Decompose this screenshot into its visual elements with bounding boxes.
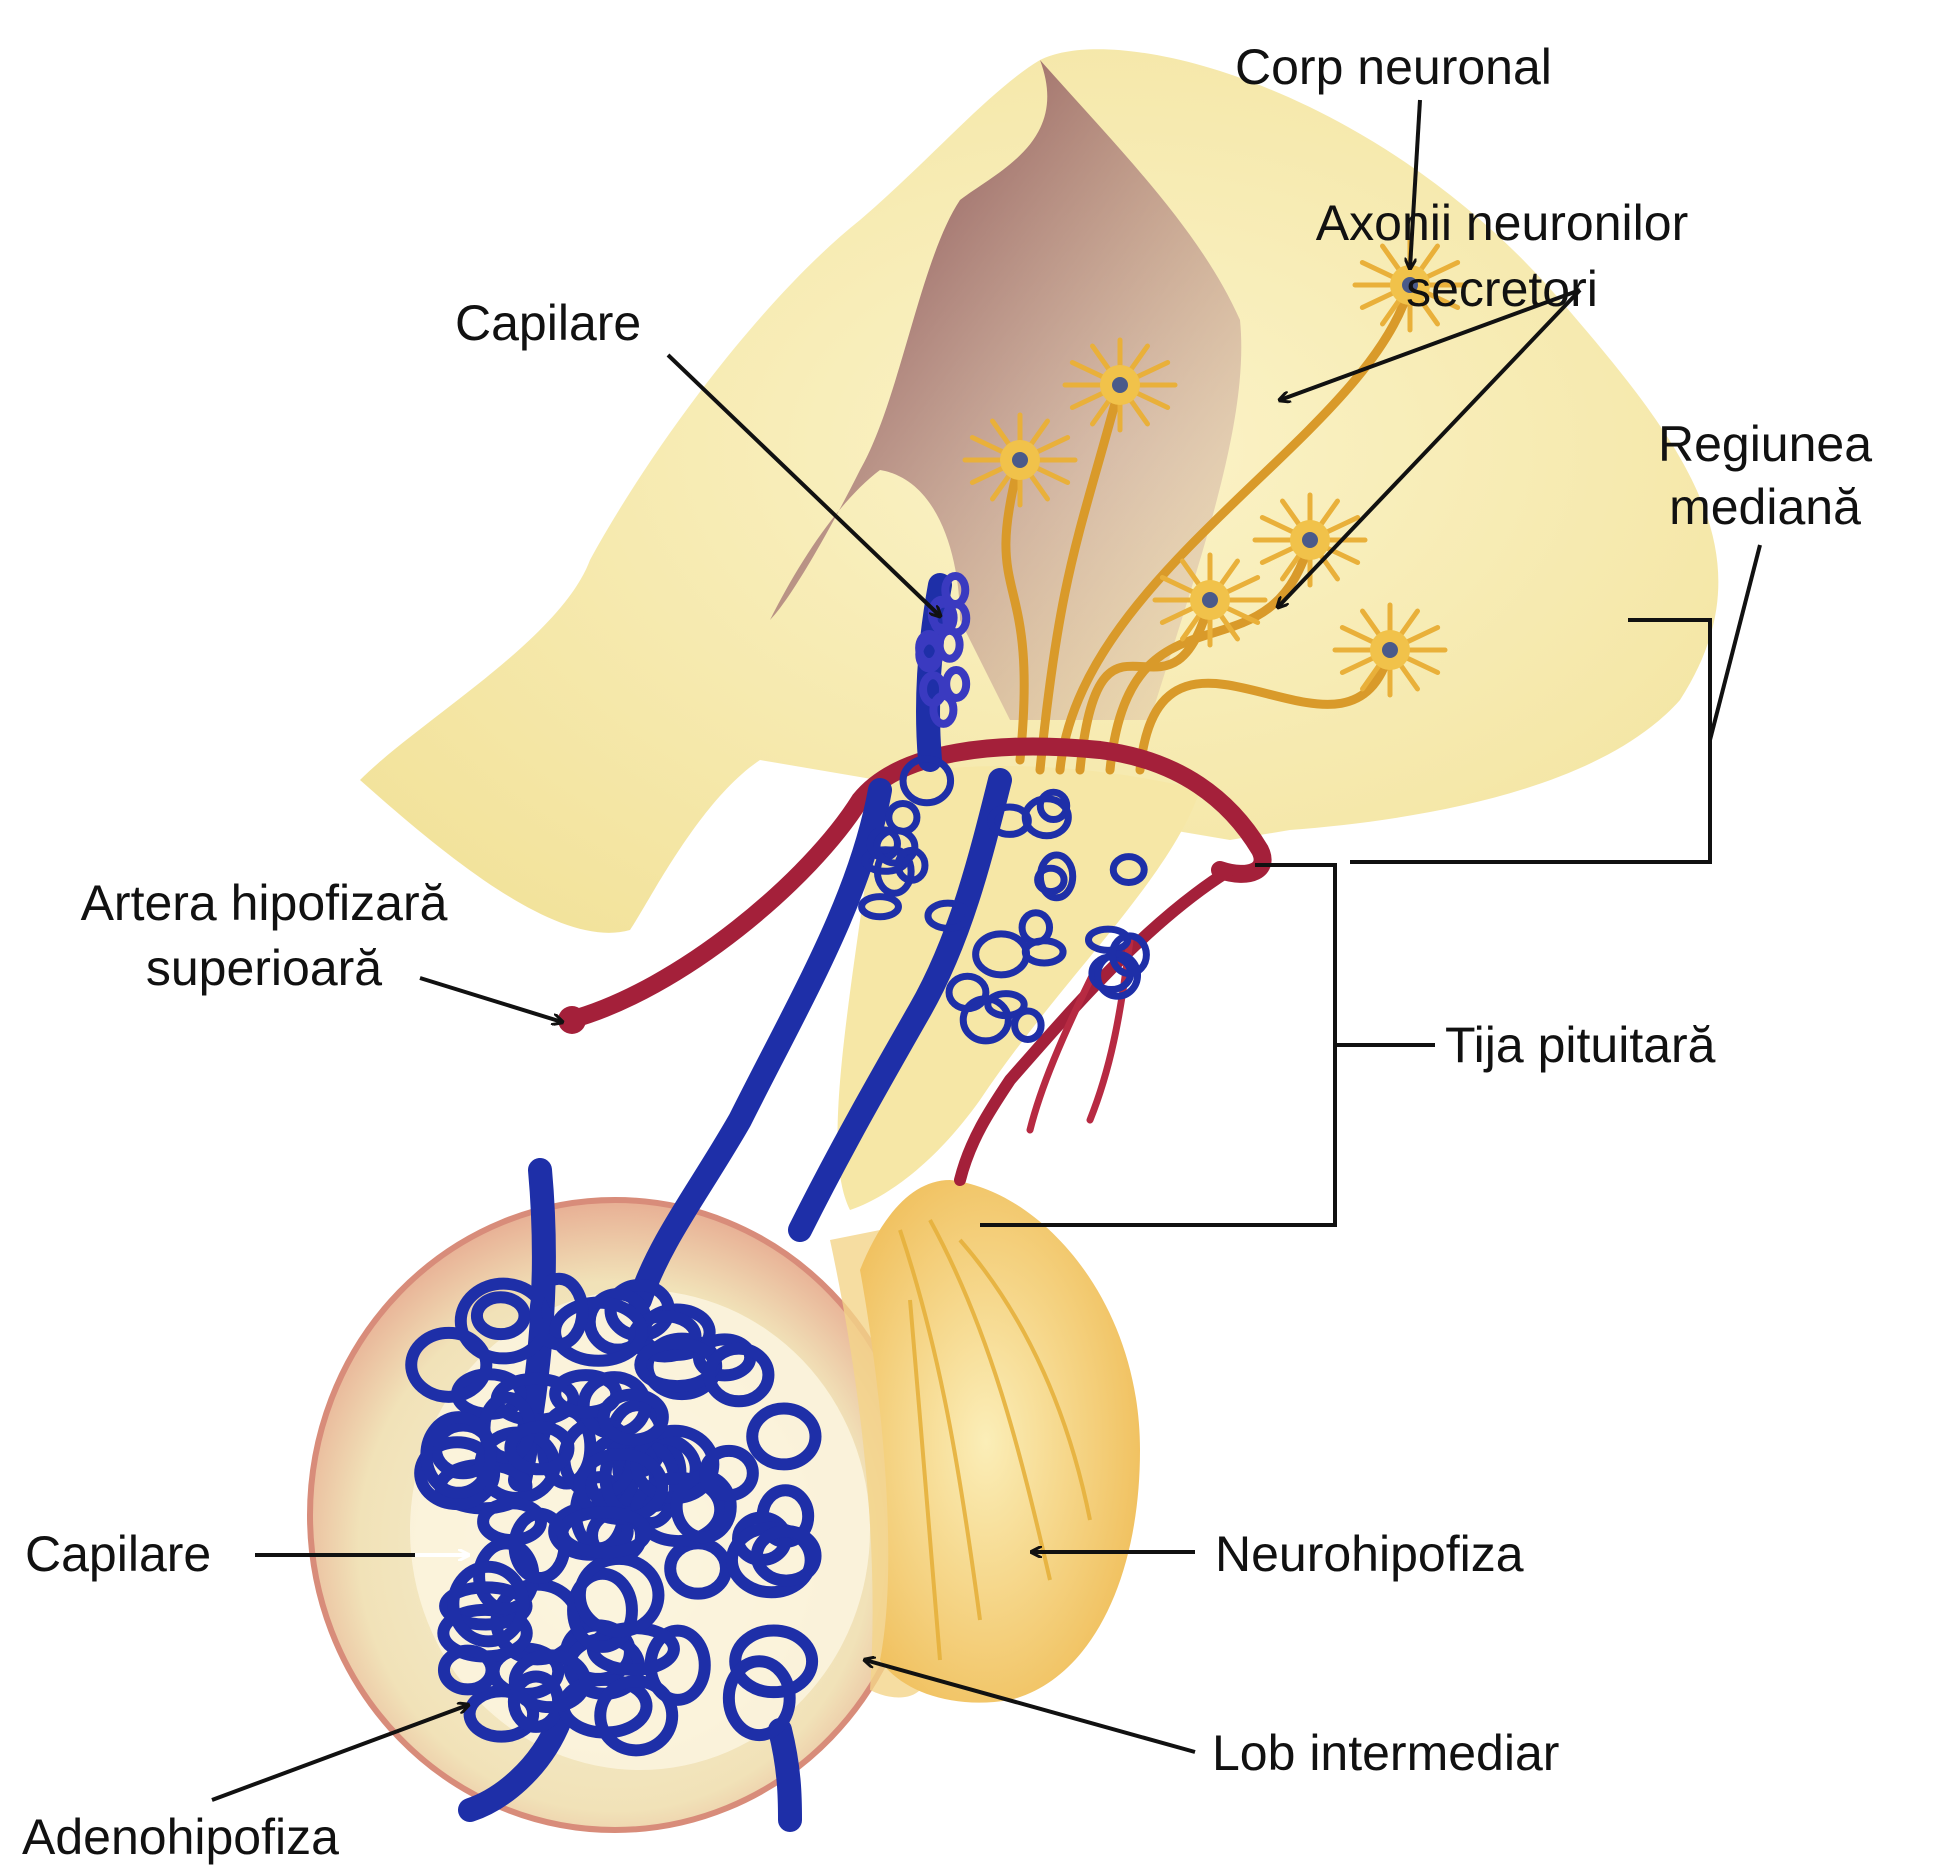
portal-vein-5: [458, 1708, 572, 1822]
leader-artera: [419, 976, 562, 1022]
neuron-nucleus: [1112, 377, 1128, 393]
neurohipofiza-fibers: [898, 1219, 1092, 1661]
capillary-cell: [454, 1277, 553, 1365]
capillary-cell: [437, 1644, 498, 1696]
label-capilare-top: Capilare: [455, 295, 642, 351]
capillary-cell-stalk: [1011, 1007, 1045, 1043]
capillary-cell: [630, 1471, 727, 1548]
capillary-cell-stalk: [1108, 932, 1150, 978]
portal-vein-6: [768, 1718, 802, 1832]
capillary-cell: [594, 1675, 679, 1757]
neuron-nucleus: [1202, 592, 1218, 608]
capillary-cell: [414, 1436, 501, 1511]
label-tija-pituitara: Tija pituitară: [1445, 1017, 1716, 1073]
capillary-cell: [447, 1560, 530, 1648]
leader-regiunea: [1708, 544, 1762, 741]
capillary-cell: [567, 1567, 638, 1653]
label-regiunea-line1: Regiunea: [1657, 416, 1873, 472]
capillary-cell-stalk: [1021, 795, 1072, 840]
capillary-cell-stalk: [1036, 851, 1077, 902]
leader-axonii-1: [1280, 288, 1581, 400]
axon-3: [1001, 455, 1029, 765]
capillary-cell: [746, 1402, 822, 1471]
capillary-cell-stalk: [984, 990, 1028, 1020]
bracket-tija: [980, 863, 1337, 1227]
leader-axonii-2: [1278, 288, 1582, 607]
capillary-cell-top: [941, 572, 970, 609]
axon-5: [1075, 595, 1215, 775]
label-capilare-bottom: Capilare: [25, 1526, 212, 1582]
axon-2: [1035, 380, 1125, 775]
capillary-cell: [692, 1333, 757, 1382]
capillary-cell-stalk: [894, 846, 929, 884]
capillary-cell-stalk: [858, 893, 902, 921]
artery-branch: [954, 864, 1236, 1186]
neuron-nucleus: [1402, 277, 1418, 293]
axon-6: [1135, 645, 1395, 775]
portal-vein-3: [788, 768, 1012, 1242]
label-artera-line2: superioară: [145, 940, 383, 996]
neuron-nucleus: [1382, 642, 1398, 658]
capillary-cell: [597, 1388, 669, 1446]
leader-capilare-top: [666, 353, 940, 616]
label-axonii-line2: secretori: [1406, 261, 1598, 317]
axoni-neuroni: [1001, 280, 1415, 775]
capillary-cell: [549, 1296, 648, 1367]
capillary-cell: [470, 1291, 531, 1341]
corp-neuronal-group: [962, 237, 1468, 698]
capillary-cell-top: [915, 630, 944, 667]
capillary-cell: [504, 1420, 575, 1476]
capillary-cell: [508, 1507, 571, 1585]
capillary-cell: [573, 1552, 665, 1638]
capillary-cell: [529, 1272, 589, 1351]
capillary-cell: [750, 1525, 822, 1587]
artera-hipofizara-superioara: [561, 737, 1272, 1029]
label-artera-line1: Artera hipofizară: [80, 875, 448, 931]
capillary-cell: [405, 1326, 493, 1403]
artery-end: [558, 1006, 586, 1034]
neuron-nucleus: [1302, 532, 1318, 548]
capillary-cell-stalk: [1109, 853, 1148, 886]
neuron-nucleus: [1012, 452, 1028, 468]
capillary-cell-stalk: [885, 799, 921, 835]
leader-corp-neuronal: [1410, 99, 1422, 268]
label-corp-neuronal: Corp neuronal: [1235, 39, 1552, 95]
leader-lob-intermediar: [865, 1660, 1196, 1754]
label-axonii-line1: Axonii neuronilor: [1315, 195, 1689, 251]
axon-4: [1105, 535, 1315, 775]
capillary-cell: [729, 1624, 819, 1699]
capillary-cell-stalk: [899, 755, 955, 807]
capillary-cell: [699, 1444, 759, 1502]
capillary-cell: [627, 1310, 702, 1363]
capillary-cell: [703, 1342, 775, 1408]
label-neurohipofiza: Neurohipofiza: [1215, 1526, 1524, 1582]
label-regiunea-line2: mediană: [1669, 479, 1861, 535]
label-adenohipofiza: Adenohipofiza: [22, 1809, 339, 1865]
capillary-cell-stalk: [1084, 925, 1132, 954]
capillary-cell-top: [919, 671, 948, 708]
axon-1: [1055, 280, 1415, 775]
label-lob-intermediar: Lob intermediar: [1212, 1725, 1560, 1781]
hypothalamus-fold: [770, 60, 1242, 720]
capillary-cell-stalk: [924, 899, 972, 932]
bracket-regiunea: [1350, 618, 1712, 864]
portal-vein-2: [628, 778, 892, 1312]
capillary-cell: [420, 1411, 497, 1499]
pituitary-stalk: [837, 766, 1200, 1210]
leader-adenohipofiza: [211, 1705, 468, 1802]
capillary-cell: [508, 1649, 592, 1714]
capillary-cell-stalk: [972, 930, 1031, 979]
neurohipofiza-shape: [860, 1180, 1140, 1703]
capillary-cell-stalk: [945, 972, 990, 1013]
capillary-cell: [722, 1655, 796, 1742]
